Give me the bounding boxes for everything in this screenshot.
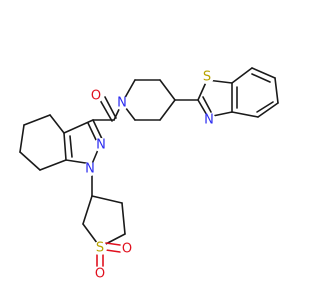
bond-sulf-c2-c3 <box>82 195 93 225</box>
atom-o-carbonyl: O <box>89 89 103 104</box>
bond-pip-c3-c4 <box>159 79 176 101</box>
bond-so-right-b <box>105 249 121 253</box>
atom-s-benzothiazole-label: S <box>203 70 211 85</box>
atom-s-benzothiazole: S <box>200 70 214 85</box>
atom-n-benzothiazole-label: N <box>204 113 214 128</box>
atom-n-pyrazole-2: N <box>94 138 108 153</box>
bond-sulf-c4-c5 <box>121 202 126 235</box>
atom-o-sulfonyl-down-label: O <box>95 267 105 282</box>
bond-benz-c7a-c7 <box>231 67 253 84</box>
bond-pyr-c7a-c3a-a <box>63 132 67 161</box>
atom-n-pyrazole-2-label: N <box>96 138 106 153</box>
atom-o-sulfonyl-down: O <box>93 267 107 282</box>
bond-benz-c4-c3a <box>231 111 259 118</box>
bond-benz-c7-c6 <box>251 67 276 79</box>
bond-cyc-c7-c7a <box>39 159 67 171</box>
bond-cyc-c5-c6 <box>19 124 25 153</box>
bond-cyc-c3a-c4 <box>49 114 65 134</box>
bond-sulf-c3-c4 <box>91 195 123 204</box>
bond-pyr-c3-n2-a <box>92 119 104 142</box>
atom-s-sulfolane: S <box>93 241 107 256</box>
bonds <box>19 67 279 267</box>
bond-btz-c2-n-double-b <box>202 96 212 113</box>
atom-n-pyrazole-1: N <box>83 162 97 177</box>
bond-carbonyl-double-a <box>99 99 113 122</box>
bond-benz-c5-c4 <box>257 102 279 118</box>
bond-benz-inner-1 <box>251 73 271 83</box>
atom-n-piperidine-label: N <box>117 96 127 111</box>
atom-n-benzothiazole: N <box>202 113 216 128</box>
bond-cyc-c4-c5 <box>23 114 51 126</box>
bond-cyc-c6-c7 <box>19 151 41 171</box>
atom-n-pyrazole-1-label: N <box>85 162 95 177</box>
bond-so-right-a <box>105 242 121 246</box>
atom-o-sulfonyl-right: O <box>120 242 134 257</box>
bond-pyr-c3-n2-b <box>87 122 98 143</box>
bond-pyr-c3a-c3 <box>63 119 94 134</box>
bond-pip-c4-c5 <box>159 99 176 121</box>
bond-benz-inner-2 <box>256 101 274 113</box>
atom-labels: O N S N N N S O <box>83 70 216 282</box>
bond-carbonyl-double-b <box>104 96 117 119</box>
molecule-structure: O N S N N N S O <box>19 67 279 282</box>
atom-o-carbonyl-label: O <box>91 89 101 104</box>
atom-o-sulfonyl-right-label: O <box>122 242 132 257</box>
bond-pyr-c7a-c3a-b <box>69 135 73 158</box>
bond-benz-c6-c5 <box>274 77 279 104</box>
atom-s-sulfolane-label: S <box>96 241 104 256</box>
atom-n-piperidine: N <box>115 96 129 111</box>
